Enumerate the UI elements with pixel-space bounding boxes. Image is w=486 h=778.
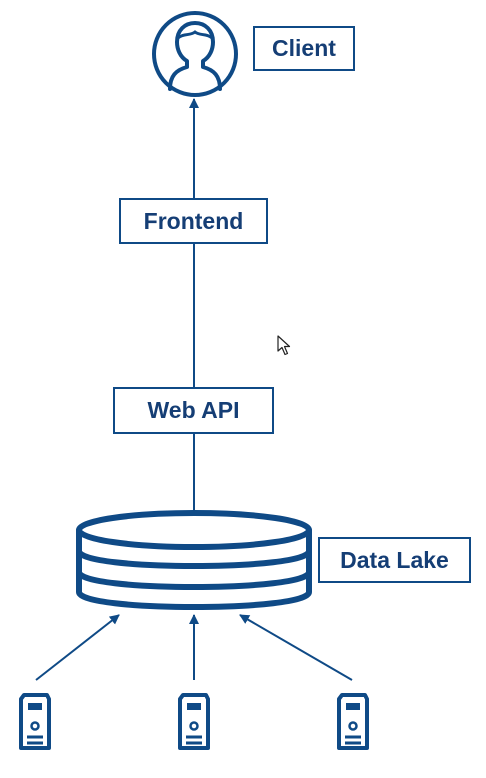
source-server-3	[337, 693, 369, 750]
server-icon	[337, 693, 369, 750]
edge-source-3-to-datalake	[239, 614, 353, 681]
source-server-1	[19, 693, 51, 750]
mouse-cursor-icon	[277, 335, 291, 356]
data-lake-label: Data Lake	[318, 537, 471, 583]
frontend-box: Frontend	[119, 198, 268, 244]
connectors	[35, 98, 353, 681]
database-icon	[76, 510, 312, 610]
edge-source-1-to-datalake	[35, 614, 120, 681]
source-server-2	[178, 693, 210, 750]
client-label: Client	[253, 26, 355, 71]
server-icon	[178, 693, 210, 750]
server-icon	[19, 693, 51, 750]
user-icon	[152, 11, 238, 97]
web-api-box: Web API	[113, 387, 274, 434]
